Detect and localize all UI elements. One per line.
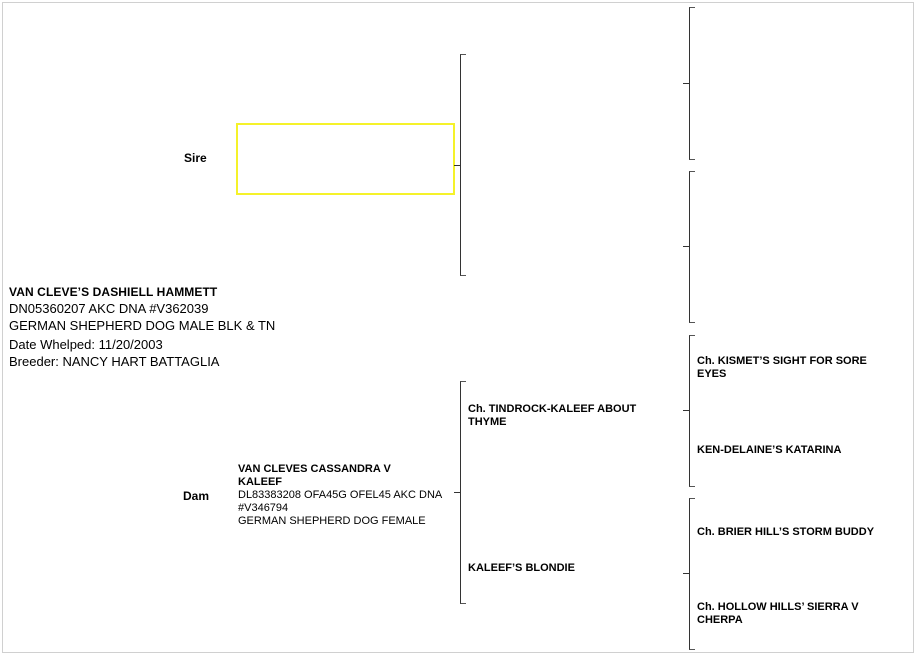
dam-connector	[454, 492, 460, 493]
granddam-maternal: KALEEF’S BLONDIE	[468, 562, 575, 574]
dam-name: VAN CLEVES CASSANDRA V KALEEF	[238, 463, 391, 488]
dam-info: VAN CLEVES CASSANDRA V KALEEF DL83383208…	[238, 463, 448, 528]
sire-label: Sire	[184, 151, 207, 165]
dam-breed: GERMAN SHEPHERD DOG FEMALE	[238, 515, 426, 527]
subject-name: VAN CLEVE’S DASHIELL HAMMETT	[9, 285, 218, 299]
ds-bracket	[689, 335, 695, 487]
sd-connector	[683, 246, 689, 247]
sire-connector	[454, 165, 460, 166]
subject-date-whelped: Date Whelped: 11/20/2003	[9, 337, 163, 352]
dam-label: Dam	[183, 489, 210, 503]
ds-connector	[683, 410, 689, 411]
dd-connector	[683, 573, 689, 574]
grandsire-maternal: Ch. TINDROCK-KALEEF ABOUT THYME	[468, 403, 637, 428]
ggp-dd-sire: Ch. BRIER HILL’S STORM BUDDY	[697, 526, 875, 538]
dam-details: DL83383208 OFA45G OFEL45 AKC DNA #V34679…	[238, 489, 442, 514]
subject-info: VAN CLEVE’S DASHIELL HAMMETT DN05360207 …	[9, 285, 275, 370]
ss-bracket	[689, 7, 695, 160]
dam-bracket	[460, 381, 466, 604]
subject-description: GERMAN SHEPHERD DOG MALE BLK & TN	[9, 318, 276, 333]
subject-registration: DN05360207 AKC DNA #V362039	[9, 301, 209, 316]
ggp-ds-sire: Ch. KISMET’S SIGHT FOR SORE EYES	[697, 355, 867, 380]
dd-bracket	[689, 498, 695, 650]
ggp-ds-dam: KEN-DELAINE’S KATARINA	[697, 444, 842, 456]
sire-bracket	[460, 54, 466, 276]
ggp-dd-dam: Ch. HOLLOW HILLS’ SIERRA V CHERPA	[697, 601, 859, 626]
ss-connector	[683, 83, 689, 84]
sd-bracket	[689, 171, 695, 323]
subject-breeder: Breeder: NANCY HART BATTAGLIA	[9, 354, 220, 369]
sire-name-field[interactable]	[236, 123, 455, 195]
